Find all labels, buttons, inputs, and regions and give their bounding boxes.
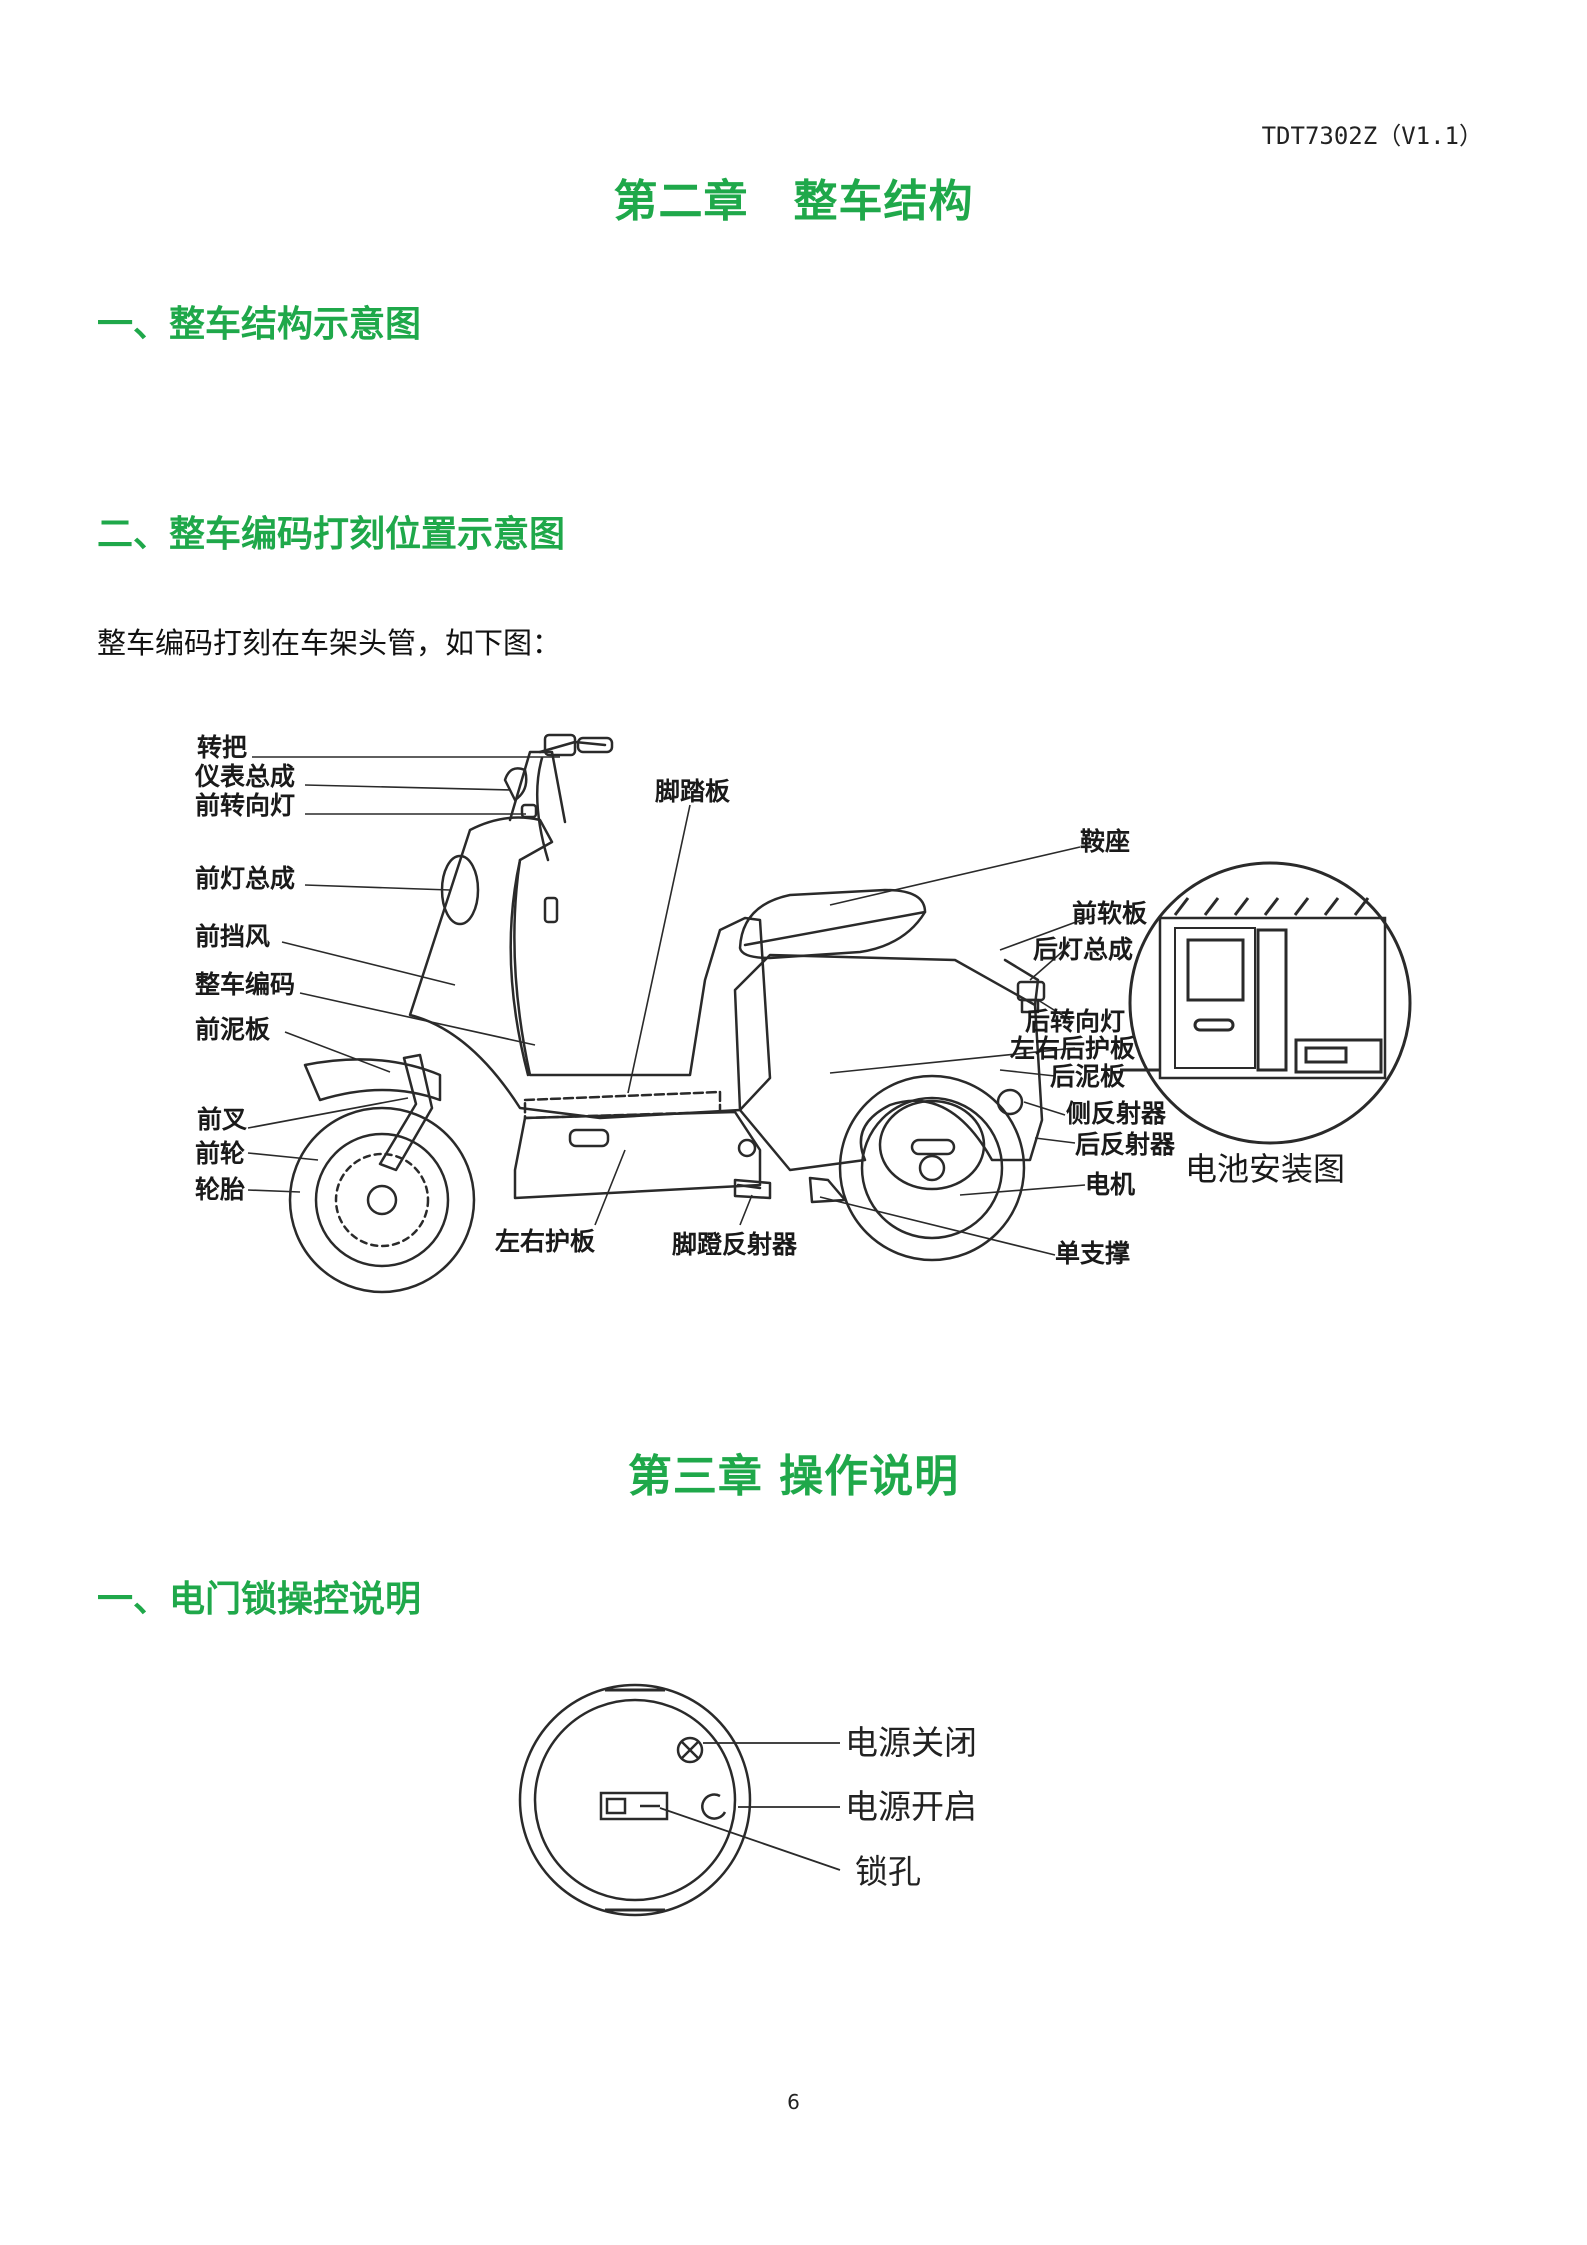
label-side-panel: 左右护板 — [495, 1227, 595, 1256]
label-motor: 电机 — [1085, 1170, 1135, 1199]
label-kickstand: 单支撑 — [1055, 1239, 1130, 1268]
label-vin: 整车编码 — [195, 970, 295, 999]
vin-description: 整车编码打刻在车架头管，如下图： — [97, 626, 562, 660]
kickstand-drawing — [808, 1176, 847, 1204]
front-body-drawing — [408, 816, 772, 1120]
label-front-wheel: 前轮 — [195, 1139, 245, 1168]
label-tire: 轮胎 — [195, 1175, 245, 1204]
side-panel-drawing — [513, 1110, 762, 1200]
scooter-structure-diagram: 转把 仪表总成 前转向灯 前灯总成 前挡风 整车编码 前泥板 前叉 前轮 轮胎 … — [194, 733, 1412, 1294]
section-structure-diagram-title: 一、整车结构示意图 — [97, 304, 422, 345]
document-code: TDT7302Z（V1.1） — [1261, 122, 1483, 150]
handlebar-drawing — [538, 740, 607, 754]
front-fork-drawing — [378, 1053, 434, 1172]
label-headlight: 前灯总成 — [195, 864, 295, 893]
label-windshield: 前挡风 — [195, 922, 270, 951]
rear-wheel-drawing — [838, 1074, 1026, 1262]
label-saddle: 鞍座 — [1080, 827, 1130, 856]
front-wheel-drawing — [288, 1106, 476, 1294]
label-pedal-reflector: 脚蹬反射器 — [672, 1230, 798, 1259]
saddle-drawing — [738, 888, 927, 960]
chapter-3-title: 第三章 操作说明 — [627, 1451, 960, 1502]
rear-body-drawing — [733, 953, 1044, 1172]
label-front-turn-light: 前转向灯 — [195, 791, 295, 820]
label-rear-mudguard: 后泥板 — [1050, 1062, 1125, 1091]
section-vin-location-title: 二、整车编码打刻位置示意图 — [97, 514, 566, 555]
front-mudguard-drawing — [303, 1058, 442, 1102]
label-rear-turn-light: 后转向灯 — [1025, 1007, 1125, 1036]
motor-drawing — [878, 1099, 986, 1191]
label-side-reflector: 侧反射器 — [1066, 1099, 1167, 1128]
label-front-fork: 前叉 — [197, 1105, 247, 1134]
label-tail-light: 后灯总成 — [1033, 935, 1133, 964]
lock-outer-ring — [518, 1683, 752, 1917]
label-rear-reflector: 后反射器 — [1075, 1130, 1176, 1159]
label-instrument: 仪表总成 — [194, 762, 295, 791]
section-ignition-lock-title: 一、电门锁操控说明 — [97, 1579, 422, 1620]
power-on-icon — [701, 1793, 727, 1820]
page-number: 6 — [787, 2090, 800, 2114]
label-footboard: 脚踏板 — [655, 777, 730, 806]
label-rear-side-panel: 左右后护板 — [1010, 1034, 1135, 1063]
lock-inner-ring — [533, 1698, 737, 1902]
label-power-on: 电源开启 — [845, 1787, 977, 1826]
keyhole-icon — [599, 1791, 669, 1821]
power-off-icon — [676, 1736, 704, 1764]
label-front-soft-panel: 前软板 — [1072, 899, 1147, 928]
label-front-mudguard: 前泥板 — [195, 1015, 270, 1044]
label-power-off: 电源关闭 — [845, 1723, 977, 1762]
label-keyhole: 锁孔 — [855, 1852, 921, 1891]
label-battery-caption: 电池安装图 — [1185, 1150, 1345, 1188]
label-handlebar: 转把 — [197, 733, 247, 762]
chapter-2-title: 第二章 整车结构 — [613, 176, 974, 227]
battery-inset-drawing — [1120, 861, 1412, 1145]
ignition-lock-diagram: 电源关闭 电源开启 锁孔 — [518, 1683, 977, 1917]
